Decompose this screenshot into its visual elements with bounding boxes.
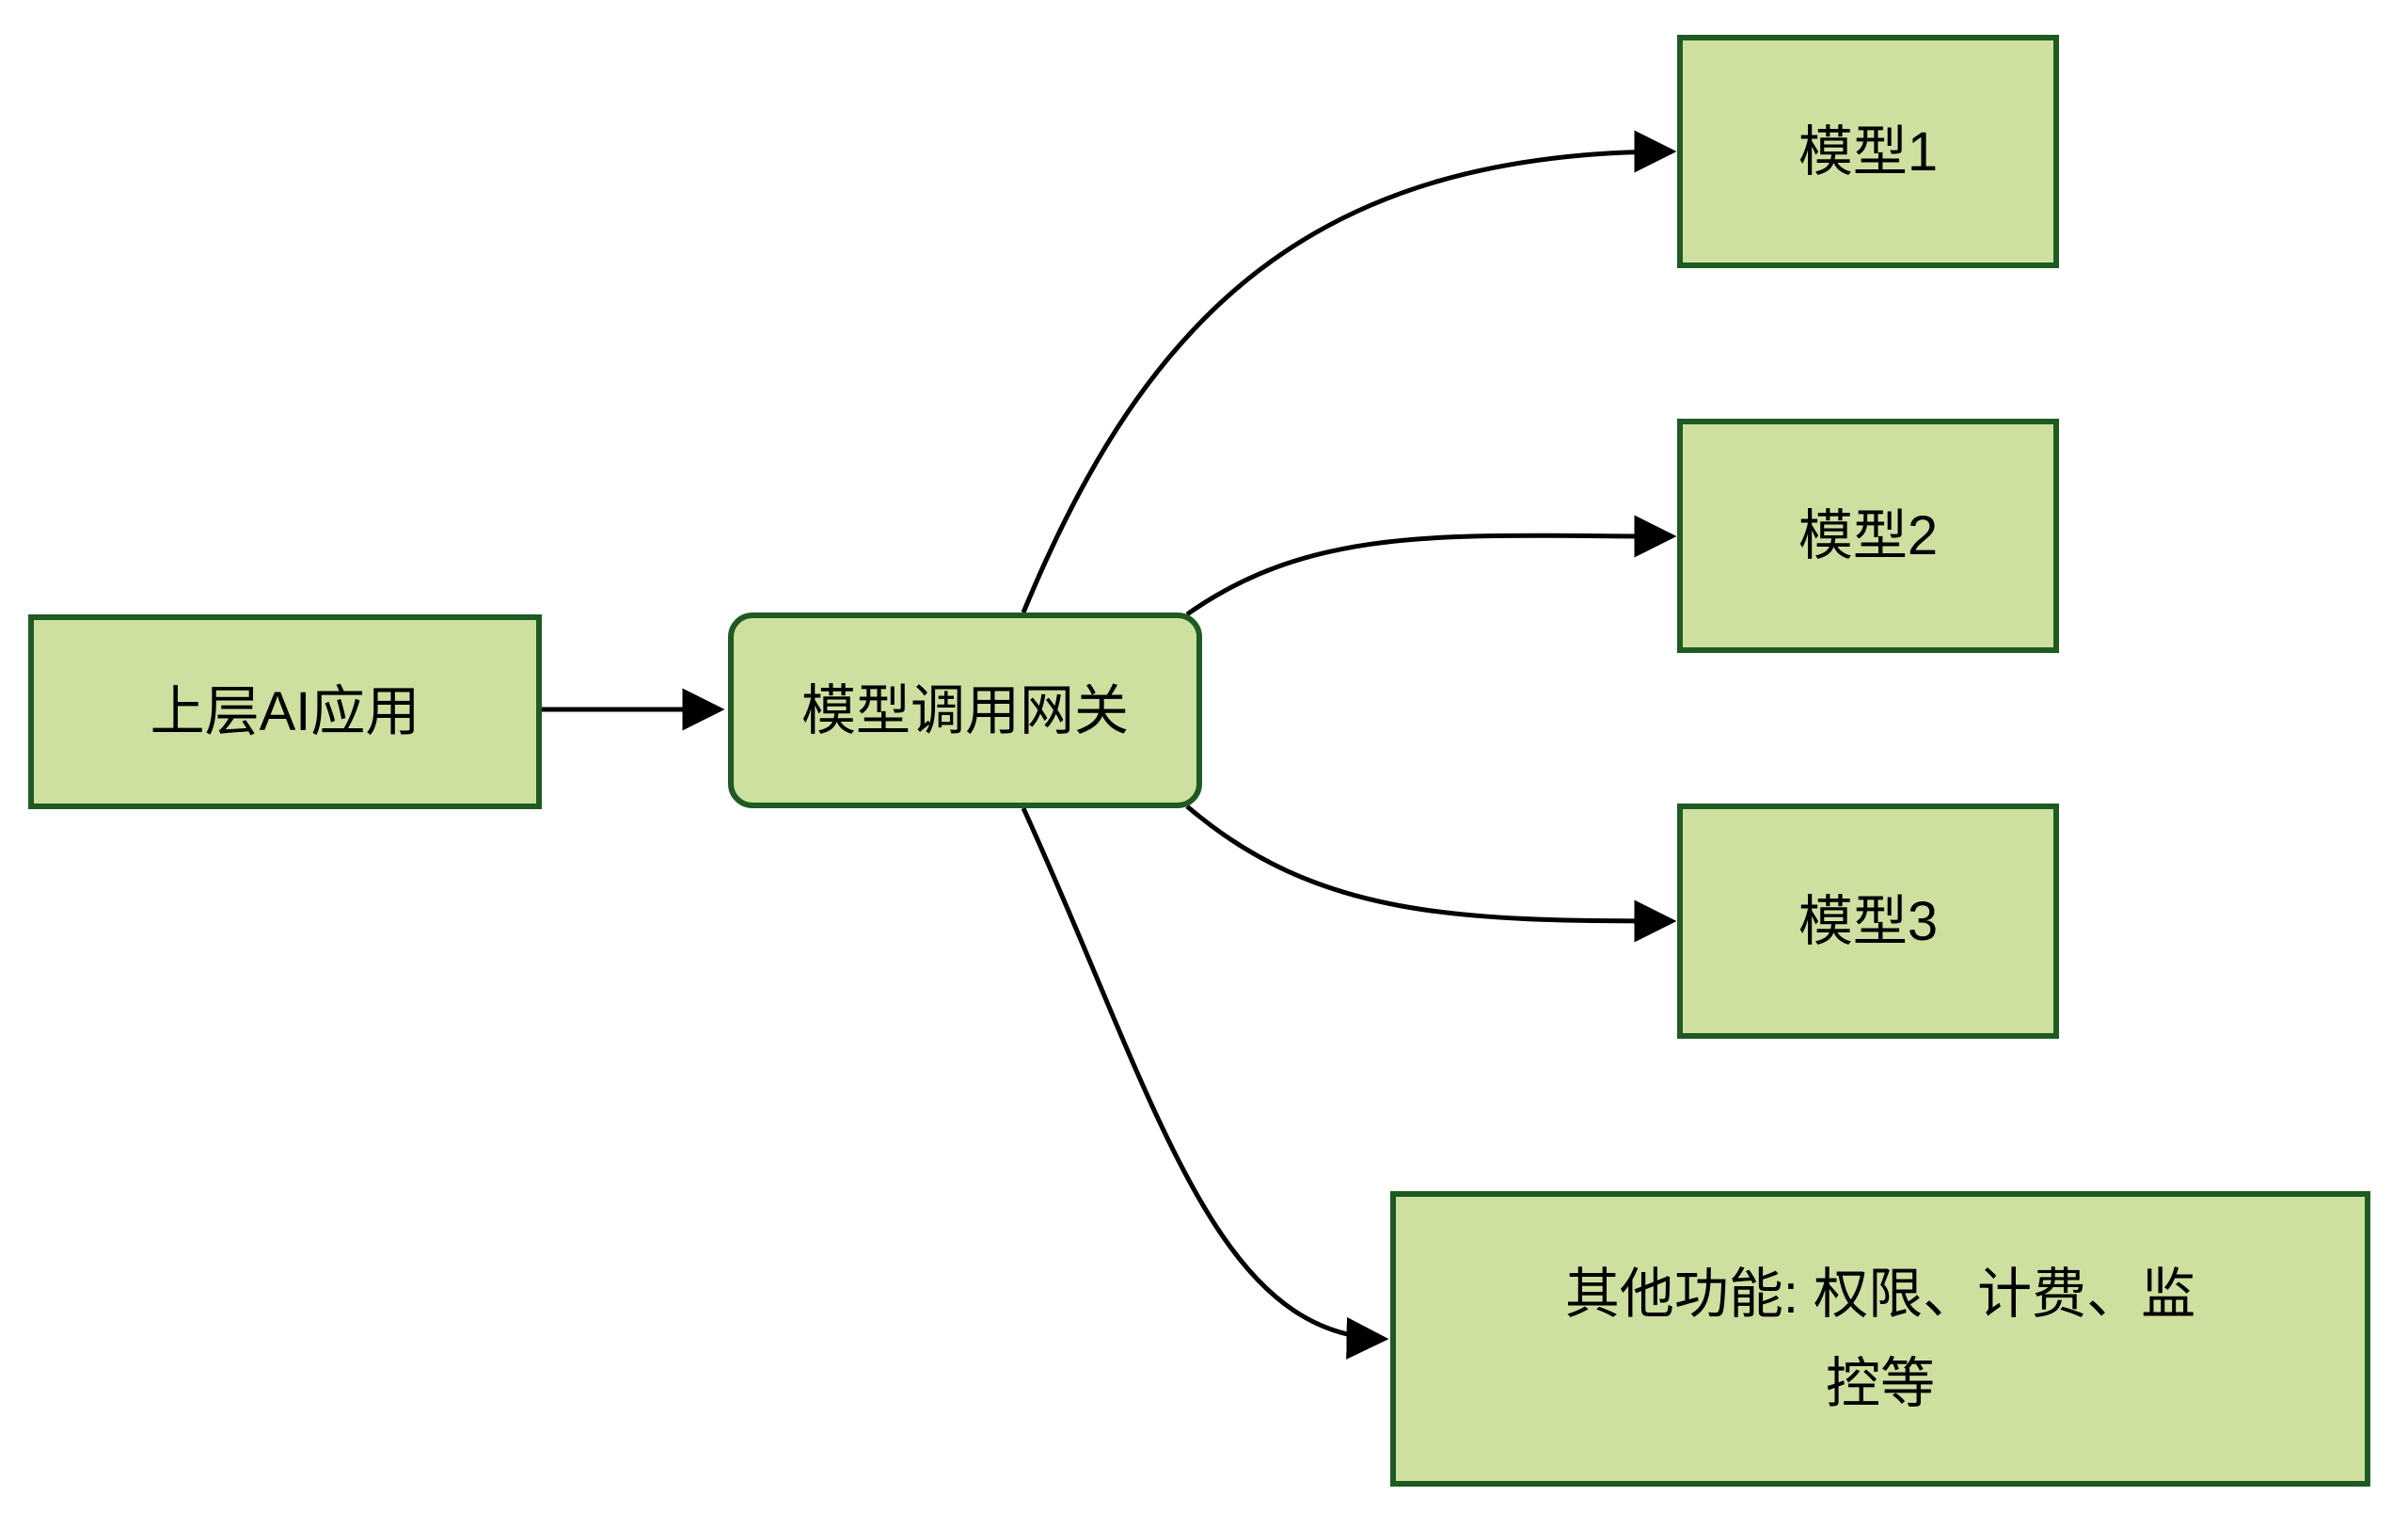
node-model-2-label: 模型2 [1798, 505, 1939, 566]
node-model-3-label: 模型3 [1798, 890, 1939, 952]
node-model-2: 模型2 [1677, 419, 2059, 653]
node-other-functions-line1: 其他功能: 权限、计费、监 [1564, 1264, 2196, 1325]
node-model-1: 模型1 [1677, 35, 2059, 268]
edge-gateway-other [1021, 806, 1389, 1360]
node-other-functions-label: 其他功能: 权限、计费、监 控等 [1565, 1249, 2195, 1428]
edge-gateway-model2 [1185, 515, 1677, 617]
node-model-3: 模型3 [1677, 804, 2059, 1039]
edge-gateway-model3 [1185, 804, 1677, 943]
edge-gateway-model1 [1021, 130, 1677, 613]
node-model-gateway: 模型调用网关 [728, 613, 1202, 808]
node-other-functions: 其他功能: 权限、计费、监 控等 [1390, 1191, 2370, 1487]
node-upper-ai-app: 上层AI应用 [28, 614, 542, 809]
node-model-gateway-label: 模型调用网关 [800, 679, 1129, 741]
node-model-1-label: 模型1 [1798, 120, 1939, 183]
node-other-functions-line2: 控等 [1825, 1353, 1935, 1414]
node-upper-ai-app-label: 上层AI应用 [150, 681, 420, 742]
